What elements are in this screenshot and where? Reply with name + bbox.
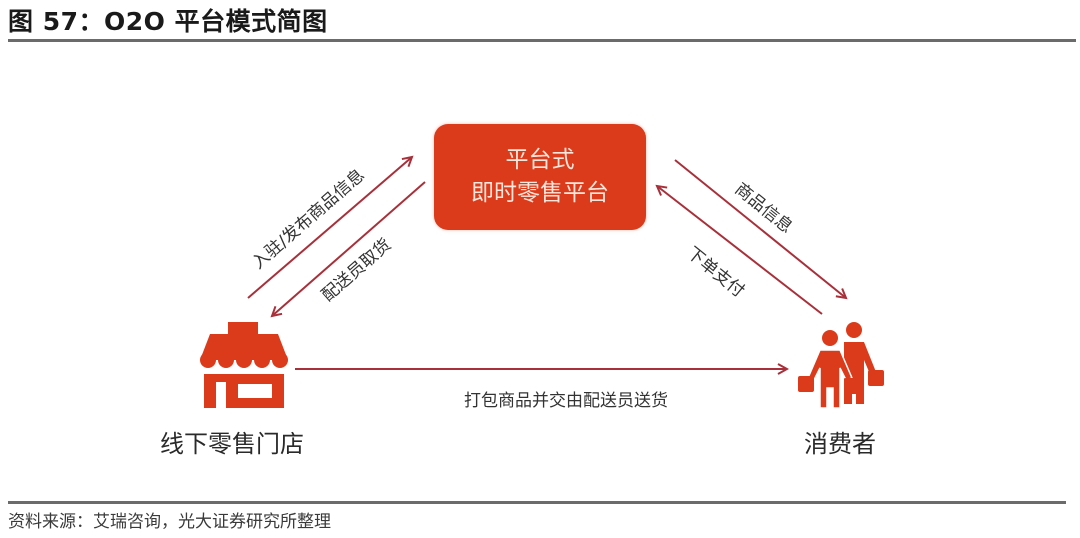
arrow-platform-to-store xyxy=(272,181,426,316)
arrow-platform-to-consumer xyxy=(674,159,846,298)
shoppers-icon xyxy=(796,320,888,410)
platform-node: 平台式 即时零售平台 xyxy=(434,124,646,230)
store-label: 线下零售门店 xyxy=(160,430,304,458)
footer-divider xyxy=(8,501,1066,504)
arrow-store-to-platform xyxy=(247,157,412,299)
consumer-label: 消费者 xyxy=(804,430,876,458)
figure-title: 图 57：O2O 平台模式简图 xyxy=(8,7,328,36)
source-note: 资料来源：艾瑞咨询，光大证券研究所整理 xyxy=(8,512,331,532)
title-divider xyxy=(8,39,1076,42)
arrow-consumer-to-platform xyxy=(657,186,823,315)
storefront-icon xyxy=(196,320,292,410)
platform-label-line2: 即时零售平台 xyxy=(471,180,609,206)
edge-label-store-to-consumer: 打包商品并交由配送员送货 xyxy=(464,391,668,411)
platform-label-line1: 平台式 xyxy=(505,147,575,173)
